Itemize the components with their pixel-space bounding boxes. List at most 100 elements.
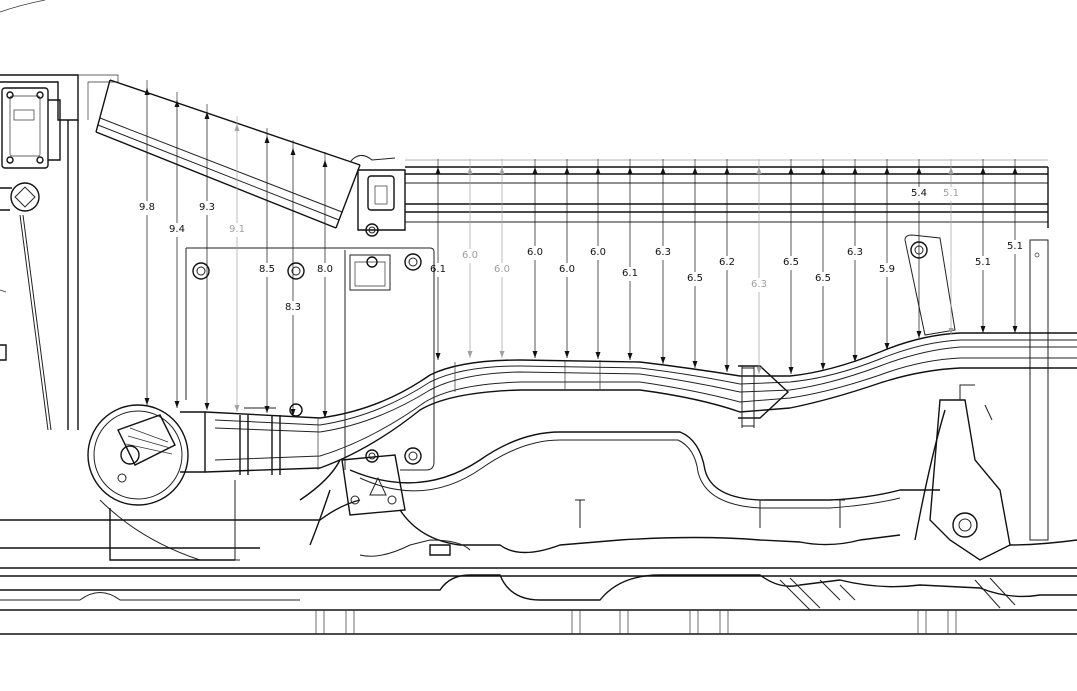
dimension-d20: 6.5 (815, 159, 831, 370)
left-frame-posts (67, 74, 119, 430)
angled-rail (95, 79, 361, 229)
bolt-icon (287, 262, 305, 280)
arrowhead-down-icon (532, 351, 538, 358)
arrowhead-up-icon (884, 167, 890, 174)
arrowhead-down-icon (234, 405, 240, 412)
arrowhead-down-icon (788, 367, 794, 374)
arrowhead-down-icon (756, 367, 762, 374)
arrowhead-up-icon (532, 167, 538, 174)
corner-arc (0, 0, 46, 13)
dimension-d02: 9.4 (169, 92, 185, 408)
arrowhead-up-icon (435, 167, 441, 174)
arrowhead-down-icon (692, 361, 698, 368)
arrowhead-up-icon (660, 167, 666, 174)
arrowhead-up-icon (174, 100, 180, 107)
dimension-d13: 6.0 (590, 159, 606, 359)
arrowhead-down-icon (980, 326, 986, 333)
dimension-d09: 6.0 (462, 159, 478, 358)
arrowhead-down-icon (595, 352, 601, 359)
lower-floor-profile (0, 431, 1077, 577)
arrowhead-down-icon (852, 355, 858, 362)
dimension-label: 6.3 (655, 247, 671, 258)
dimension-label: 9.3 (199, 202, 215, 213)
dimension-label: 6.5 (815, 273, 831, 284)
dimension-label: 8.5 (259, 264, 275, 275)
dimension-label: 6.0 (527, 247, 543, 258)
arrowhead-down-icon (467, 351, 473, 358)
dimension-d18: 6.3 (751, 159, 767, 374)
right-bracket (904, 234, 1049, 541)
dimension-label: 9.1 (229, 224, 245, 235)
heat-shield-panel (185, 247, 435, 471)
arrowhead-down-icon (820, 363, 826, 370)
arrowhead-down-icon (884, 343, 890, 350)
bottom-pan (0, 574, 1077, 635)
arrowhead-up-icon (564, 167, 570, 174)
dimension-label: 6.0 (494, 264, 510, 275)
arrowhead-down-icon (627, 353, 633, 360)
dimension-d04: 9.1 (229, 116, 245, 412)
front-hanger (341, 454, 406, 516)
arrowhead-up-icon (1012, 167, 1018, 174)
dimension-d15: 6.3 (655, 159, 671, 364)
dimension-d11: 6.0 (527, 159, 543, 358)
arrowhead-up-icon (724, 167, 730, 174)
exhaust-pipe (204, 332, 1077, 475)
arrowhead-down-icon (1012, 326, 1018, 333)
arrowhead-up-icon (144, 88, 150, 95)
arrowhead-down-icon (660, 357, 666, 364)
dimension-d17: 6.2 (719, 159, 735, 372)
dimension-label: 8.3 (285, 302, 301, 313)
arrowhead-up-icon (788, 167, 794, 174)
dimension-d06: 8.3 (285, 140, 301, 416)
arrowhead-down-icon (724, 365, 730, 372)
dimension-d24: 5.1 (943, 159, 959, 335)
arrowhead-up-icon (756, 167, 762, 174)
arrowhead-up-icon (980, 167, 986, 174)
dimension-label: 6.2 (719, 257, 735, 268)
arrowhead-down-icon (174, 401, 180, 408)
dimension-label: 9.4 (169, 224, 185, 235)
dimension-label: 9.8 (139, 202, 155, 213)
bolt-icon (365, 449, 379, 463)
arrowhead-down-icon (204, 403, 210, 410)
arrowhead-up-icon (948, 167, 954, 174)
arrowhead-down-icon (290, 409, 296, 416)
dimension-label: 8.0 (317, 264, 333, 275)
arrowhead-down-icon (264, 406, 270, 413)
dimension-label: 6.3 (847, 247, 863, 258)
arrowhead-up-icon (499, 167, 505, 174)
dimension-label: 5.1 (943, 188, 959, 199)
exhaust-flange (87, 404, 240, 561)
dimension-d12: 6.0 (559, 159, 575, 358)
dimension-d16: 6.5 (687, 159, 703, 368)
arrowhead-up-icon (322, 160, 328, 167)
dimension-d07: 8.0 (317, 152, 333, 418)
dimension-label: 6.5 (687, 273, 703, 284)
arrowhead-up-icon (852, 167, 858, 174)
dimension-label: 6.1 (622, 268, 638, 279)
dimension-d03: 9.3 (199, 104, 215, 410)
arrowhead-down-icon (499, 351, 505, 358)
arrowhead-up-icon (627, 167, 633, 174)
arrowhead-down-icon (435, 353, 441, 360)
dimension-d10: 6.0 (494, 159, 510, 358)
dimension-label: 5.9 (879, 264, 895, 275)
dimension-label: 6.0 (559, 264, 575, 275)
arrowhead-up-icon (234, 124, 240, 131)
arrowhead-up-icon (467, 167, 473, 174)
arrowhead-up-icon (692, 167, 698, 174)
arrowhead-up-icon (290, 148, 296, 155)
dimension-label: 6.3 (751, 279, 767, 290)
arrowhead-down-icon (322, 411, 328, 418)
dimension-label: 6.0 (590, 247, 606, 258)
clearance-dimensions: 9.8 9.4 9.3 9.1 8.5 8.3 8.0 6.1 6.0 6.0 6.0 6.0 6.0 6… (139, 80, 1023, 418)
arrowhead-down-icon (564, 351, 570, 358)
exhaust-hanger-mount (914, 384, 1077, 561)
bolt-icon (404, 447, 422, 465)
arrowhead-up-icon (595, 167, 601, 174)
arrowhead-up-icon (204, 112, 210, 119)
left-bracket-assembly (0, 74, 79, 431)
bolt-heads (192, 223, 928, 465)
